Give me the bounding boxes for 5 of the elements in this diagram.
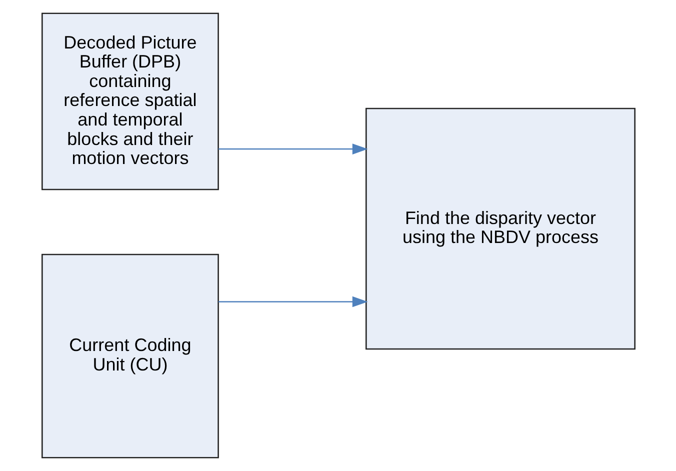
arrow [218,144,368,154]
node-box: Find the disparity vector using the NBDV process [365,108,635,350]
arrow [218,296,368,308]
node-box: Current Coding Unit (CU) [41,254,218,458]
node-box: Decoded Picture Buffer (DPB) containing reference spatial and temporal blocks and their motion vectors [41,12,218,190]
